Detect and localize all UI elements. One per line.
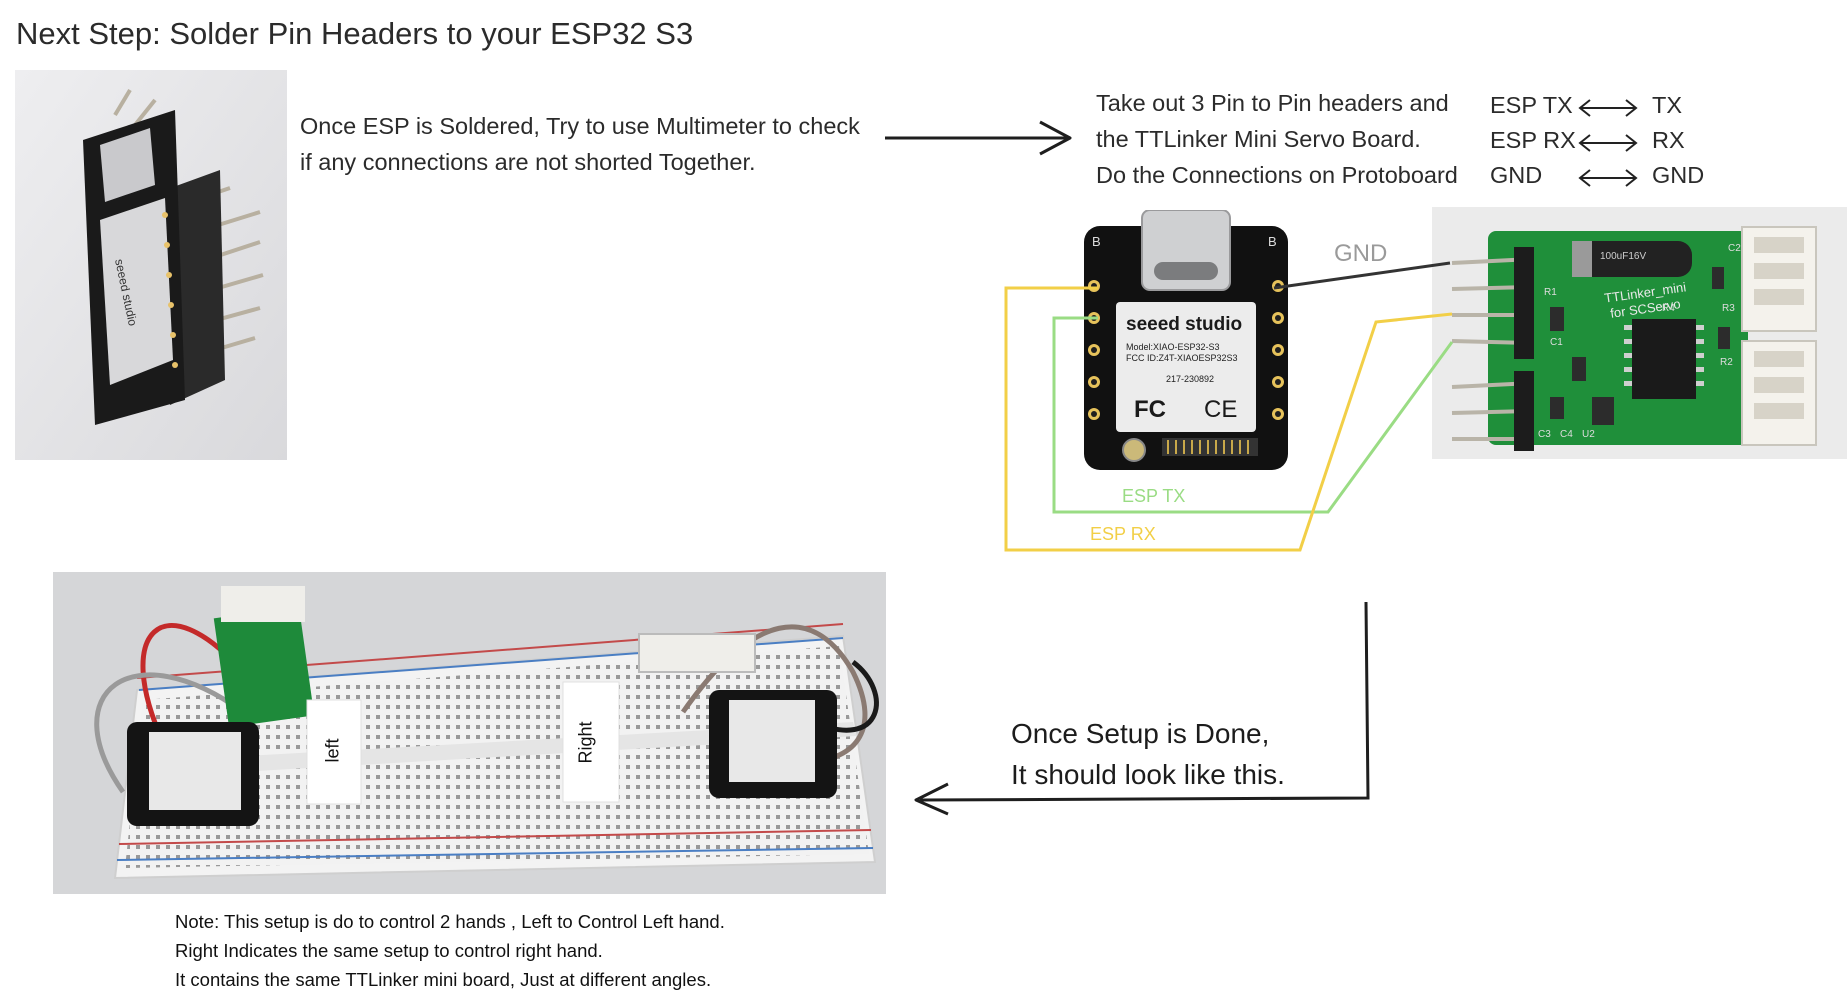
tx-wire bbox=[1052, 316, 1454, 514]
ref-r4: R4 bbox=[1662, 303, 1675, 314]
ttlinker-mini-board: TTLinker_mini for SCServo 100uF16V R1 R2… bbox=[1432, 207, 1847, 459]
pin-map-left: GND bbox=[1490, 162, 1543, 188]
esp-rx-label: ESP RX bbox=[1090, 524, 1156, 544]
fc-mark: FC bbox=[1134, 396, 1166, 423]
xiao-b-right: B bbox=[1268, 234, 1277, 249]
double-arrow-icon bbox=[1578, 99, 1638, 117]
note-line-1: Note: This setup is do to control 2 hand… bbox=[175, 911, 725, 932]
pin-map-row-tx: ESP TX TX bbox=[1490, 92, 1710, 127]
pin-map-row-rx: ESP RX RX bbox=[1490, 127, 1710, 162]
esp-tx-label: ESP TX bbox=[1122, 486, 1186, 506]
step1-text: Once ESP is Soldered, Try to use Multime… bbox=[300, 108, 860, 180]
xiao-b-left: B bbox=[1092, 234, 1101, 249]
esp-soldered-photo: seeed studio bbox=[15, 70, 287, 460]
ref-r1: R1 bbox=[1544, 287, 1557, 298]
right-tag: Right bbox=[575, 721, 596, 764]
arrow-right-icon bbox=[885, 120, 1072, 156]
xiao-model: Model:XIAO-ESP32-S3 bbox=[1126, 342, 1220, 352]
xiao-brand: seeed studio bbox=[1126, 314, 1243, 335]
gnd-label: GND bbox=[1334, 240, 1388, 267]
ref-r3: R3 bbox=[1722, 303, 1735, 314]
note-line-3: It contains the same TTLinker mini board… bbox=[175, 969, 712, 990]
ref-c3: C3 bbox=[1538, 429, 1551, 440]
pin-map-left: ESP RX bbox=[1490, 127, 1576, 153]
double-arrow-icon bbox=[1578, 134, 1638, 152]
page-title: Next Step: Solder Pin Headers to your ES… bbox=[16, 16, 694, 51]
note-text: Note: This setup is do to control 2 hand… bbox=[175, 907, 725, 994]
ref-c4: C4 bbox=[1560, 429, 1573, 440]
arrow-left-icon bbox=[914, 782, 949, 816]
rx-wire bbox=[1004, 286, 1453, 552]
ce-mark: CE bbox=[1204, 396, 1238, 423]
capacitor-label: 100uF16V bbox=[1600, 251, 1647, 262]
step3-line-2: It should look like this. bbox=[1011, 759, 1285, 790]
ref-c1: C1 bbox=[1550, 337, 1563, 348]
step3-line-1: Once Setup is Done, bbox=[1011, 718, 1270, 749]
note-line-2: Right Indicates the same setup to contro… bbox=[175, 940, 603, 961]
step2-line-1: Take out 3 Pin to Pin headers and bbox=[1096, 90, 1449, 116]
step2-text: Take out 3 Pin to Pin headers and the TT… bbox=[1096, 85, 1458, 193]
xiao-cert: 217-230892 bbox=[1166, 374, 1215, 384]
ref-c2: C2 bbox=[1728, 243, 1741, 254]
pin-map-row-gnd: GND GND bbox=[1490, 162, 1710, 197]
xiao-esp32s3-board: B B seeed studio Model:XIAO-ESP32-S3 FCC… bbox=[1082, 210, 1290, 472]
step3-text: Once Setup is Done, It should look like … bbox=[1011, 713, 1285, 795]
ref-r2: R2 bbox=[1720, 357, 1733, 368]
left-tag: left bbox=[322, 738, 343, 763]
xiao-fcc-id: FCC ID:Z4T-XIAOESP32S3 bbox=[1126, 353, 1238, 363]
step2-line-2: the TTLinker Mini Servo Board. bbox=[1096, 126, 1421, 152]
arrow-left-connector bbox=[919, 601, 1370, 802]
step2-line-3: Do the Connections on Protoboard bbox=[1096, 162, 1458, 188]
step1-line-2: if any connections are not shorted Toget… bbox=[300, 149, 756, 175]
step1-line-1: Once ESP is Soldered, Try to use Multime… bbox=[300, 113, 860, 139]
gnd-wire bbox=[1273, 261, 1451, 290]
pin-map-right: RX bbox=[1652, 127, 1685, 153]
ref-u2: U2 bbox=[1582, 429, 1595, 440]
pin-map: ESP TX TX ESP RX RX GND GND bbox=[1490, 92, 1710, 197]
pin-map-right: GND bbox=[1652, 162, 1705, 188]
breadboard-setup-photo: left Right bbox=[53, 572, 886, 894]
pin-map-right: TX bbox=[1652, 92, 1683, 118]
pin-map-left: ESP TX bbox=[1490, 92, 1573, 118]
double-arrow-icon bbox=[1578, 169, 1638, 187]
